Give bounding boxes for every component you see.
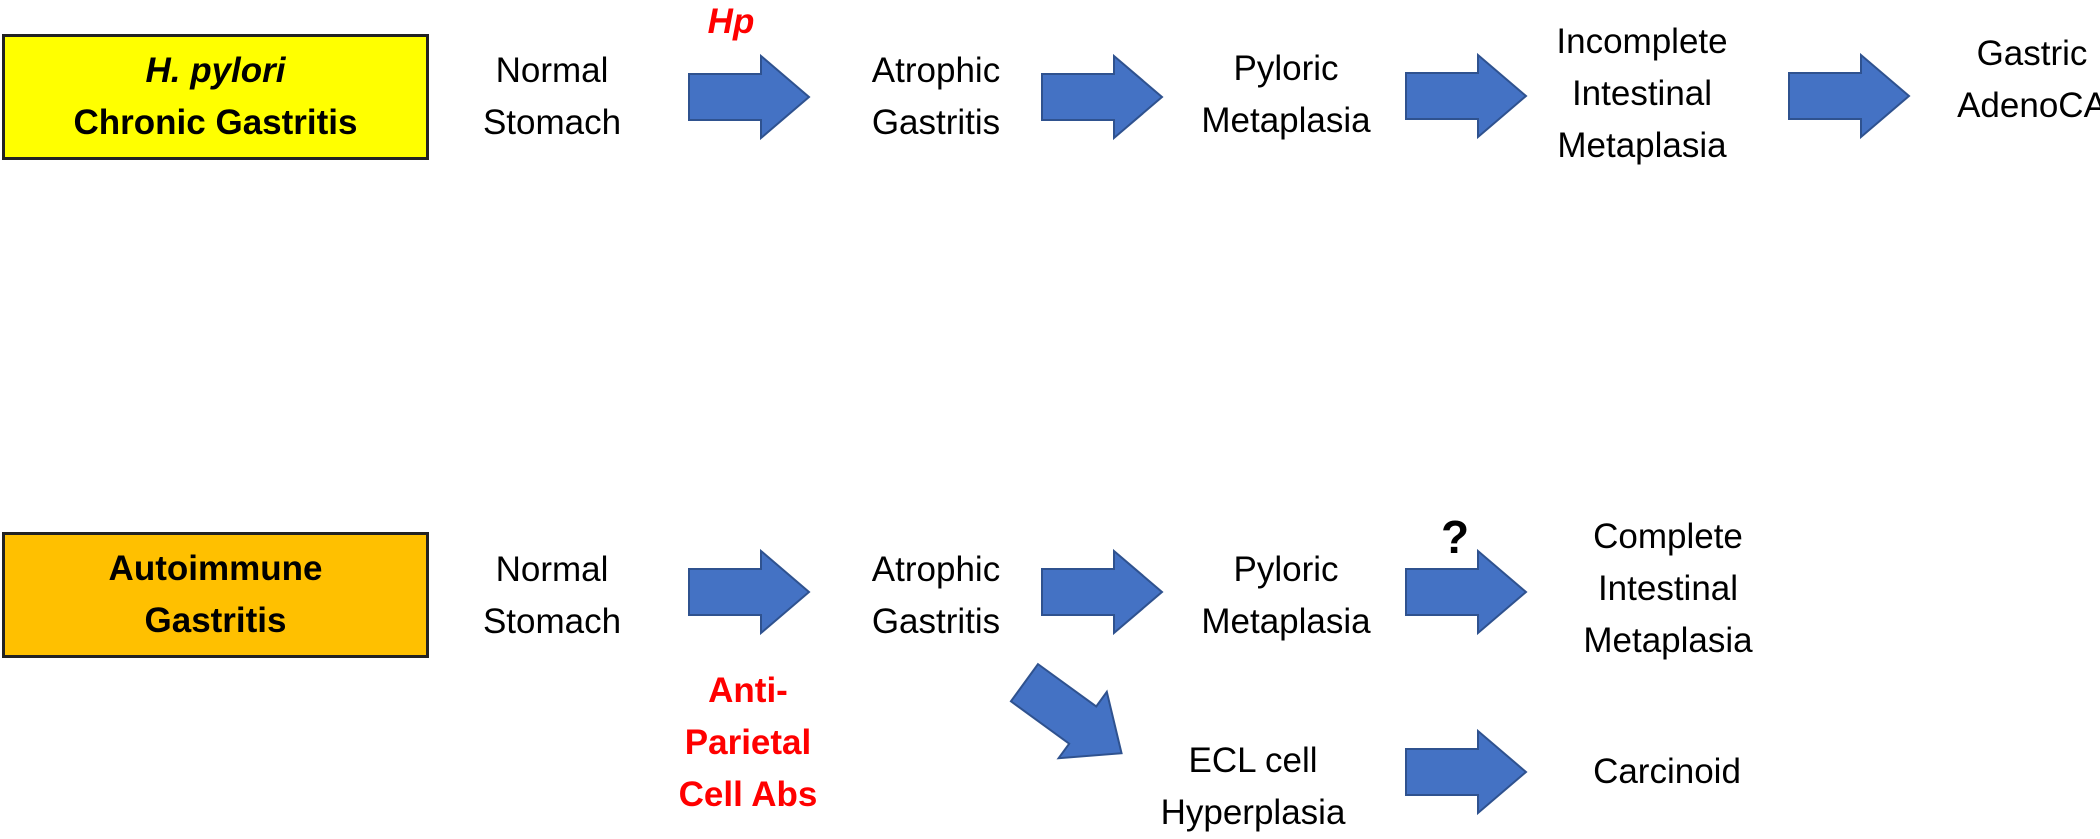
arrow-diagonal-icon <box>999 648 1147 788</box>
arrow-right-icon <box>1788 54 1910 138</box>
ai-stage-normal-stomach: Normal Stomach <box>482 550 622 641</box>
ecl-cell-hyperplasia-label: ECL cell Hyperplasia <box>1160 741 1346 832</box>
uncertain-progression-mark: ? <box>1440 511 1470 563</box>
autoimmune-gastritis-box: Autoimmune Gastritis <box>2 532 429 658</box>
arrow-right-icon <box>688 55 810 139</box>
ai-box-line1: Autoimmune <box>108 549 323 588</box>
hp-stage-normal-stomach: Normal Stomach <box>482 51 622 142</box>
arrow-right-icon <box>688 550 810 634</box>
hp-stage-atrophic-gastritis: Atrophic Gastritis <box>871 51 1001 142</box>
arrow-right-icon <box>1041 55 1163 139</box>
arrow-right-icon <box>1405 54 1527 138</box>
ai-box-line2: Gastritis <box>144 601 287 640</box>
hp-stage-pyloric-metaplasia: Pyloric Metaplasia <box>1201 49 1371 140</box>
hp-stage-gastric-adenoca: Gastric AdenoCA <box>1957 34 2100 125</box>
hp-stage-incomplete-intestinal-metaplasia: Incomplete Intestinal Metaplasia <box>1556 22 1728 165</box>
ai-stage-pyloric-metaplasia: Pyloric Metaplasia <box>1201 550 1371 641</box>
hp-gastritis-box: H. pylori Chronic Gastritis <box>2 34 429 160</box>
anti-parietal-cell-abs-label: Anti- Parietal Cell Abs <box>678 671 818 814</box>
ai-stage-complete-intestinal-metaplasia: Complete Intestinal Metaplasia <box>1583 517 1753 660</box>
hp-box-line2: Chronic Gastritis <box>73 103 358 142</box>
ai-stage-atrophic-gastritis: Atrophic Gastritis <box>871 550 1001 641</box>
hp-trigger-label: Hp <box>707 2 755 41</box>
carcinoid-label: Carcinoid <box>1593 752 1741 791</box>
hp-box-line1: H. pylori <box>145 51 286 90</box>
arrow-right-icon <box>1041 550 1163 634</box>
arrow-right-icon <box>1405 550 1527 634</box>
arrow-right-icon <box>1405 730 1527 814</box>
